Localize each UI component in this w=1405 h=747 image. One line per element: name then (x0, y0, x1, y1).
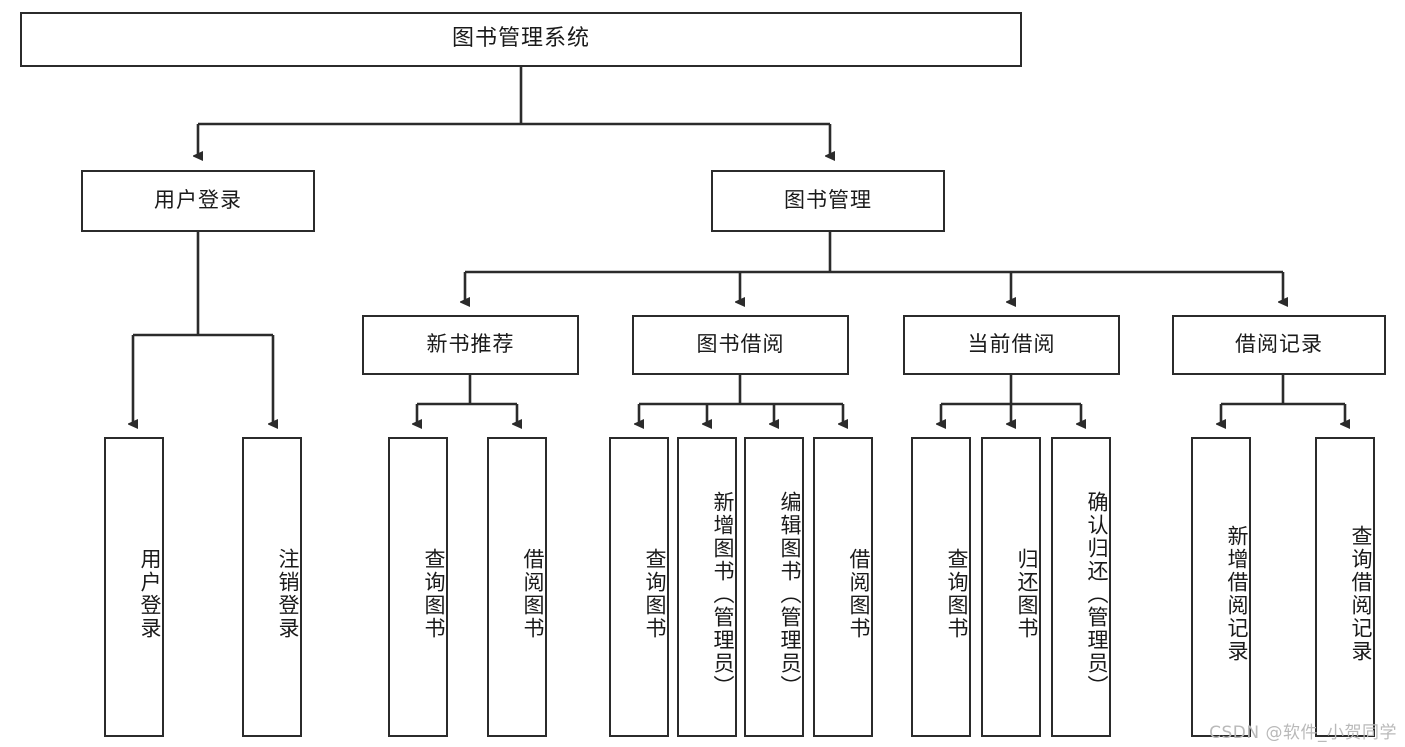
node-new-book-recommend-label: 新书推荐 (426, 332, 515, 357)
leaf-current-borrow-3[interactable]: 确认归还（管理员） (1051, 437, 1111, 737)
leaf-label: 编辑图书（管理员） (778, 490, 802, 698)
leaf-label: 查询图书 (643, 548, 667, 640)
leaf-book-borrow-3[interactable]: 编辑图书（管理员） (744, 437, 804, 737)
leaf-label: 注销登录 (276, 548, 300, 640)
leaf-user-login-2[interactable]: 注销登录 (242, 437, 302, 737)
leaf-label: 确认归还（管理员） (1085, 490, 1109, 698)
leaf-borrow-record-2[interactable]: 查询借阅记录 (1315, 437, 1375, 737)
node-user-login-label: 用户登录 (154, 188, 242, 213)
leaf-user-login-1[interactable]: 用户登录 (104, 437, 164, 737)
node-root[interactable]: 图书管理系统 (20, 12, 1022, 67)
leaf-label: 借阅图书 (847, 548, 871, 640)
leaf-current-borrow-2[interactable]: 归还图书 (981, 437, 1041, 737)
watermark-text: CSDN @软件_小贺同学 (1209, 723, 1397, 743)
node-current-borrow-label: 当前借阅 (967, 332, 1056, 357)
leaf-book-borrow-1[interactable]: 查询图书 (609, 437, 669, 737)
node-book-borrow-label: 图书借阅 (696, 332, 785, 357)
leaf-label: 新增借阅记录 (1225, 525, 1249, 663)
leaf-current-borrow-1[interactable]: 查询图书 (911, 437, 971, 737)
node-current-borrow[interactable]: 当前借阅 (903, 315, 1120, 375)
leaf-label: 查询图书 (945, 548, 969, 640)
node-new-book-recommend[interactable]: 新书推荐 (362, 315, 579, 375)
node-user-login[interactable]: 用户登录 (81, 170, 315, 232)
node-book-borrow[interactable]: 图书借阅 (632, 315, 849, 375)
node-borrow-record[interactable]: 借阅记录 (1172, 315, 1386, 375)
leaf-label: 借阅图书 (521, 548, 545, 640)
leaf-label: 查询图书 (422, 548, 446, 640)
leaf-label: 用户登录 (138, 548, 162, 640)
node-book-manage-label: 图书管理 (784, 188, 872, 213)
leaf-label: 归还图书 (1015, 548, 1039, 640)
node-root-label: 图书管理系统 (451, 26, 590, 52)
leaf-book-borrow-4[interactable]: 借阅图书 (813, 437, 873, 737)
leaf-book-borrow-2[interactable]: 新增图书（管理员） (677, 437, 737, 737)
leaf-borrow-record-1[interactable]: 新增借阅记录 (1191, 437, 1251, 737)
node-book-manage[interactable]: 图书管理 (711, 170, 945, 232)
leaf-new-book-1[interactable]: 查询图书 (388, 437, 448, 737)
leaf-label: 查询借阅记录 (1349, 525, 1373, 663)
node-borrow-record-label: 借阅记录 (1235, 332, 1323, 357)
leaf-label: 新增图书（管理员） (711, 490, 735, 698)
leaf-new-book-2[interactable]: 借阅图书 (487, 437, 547, 737)
